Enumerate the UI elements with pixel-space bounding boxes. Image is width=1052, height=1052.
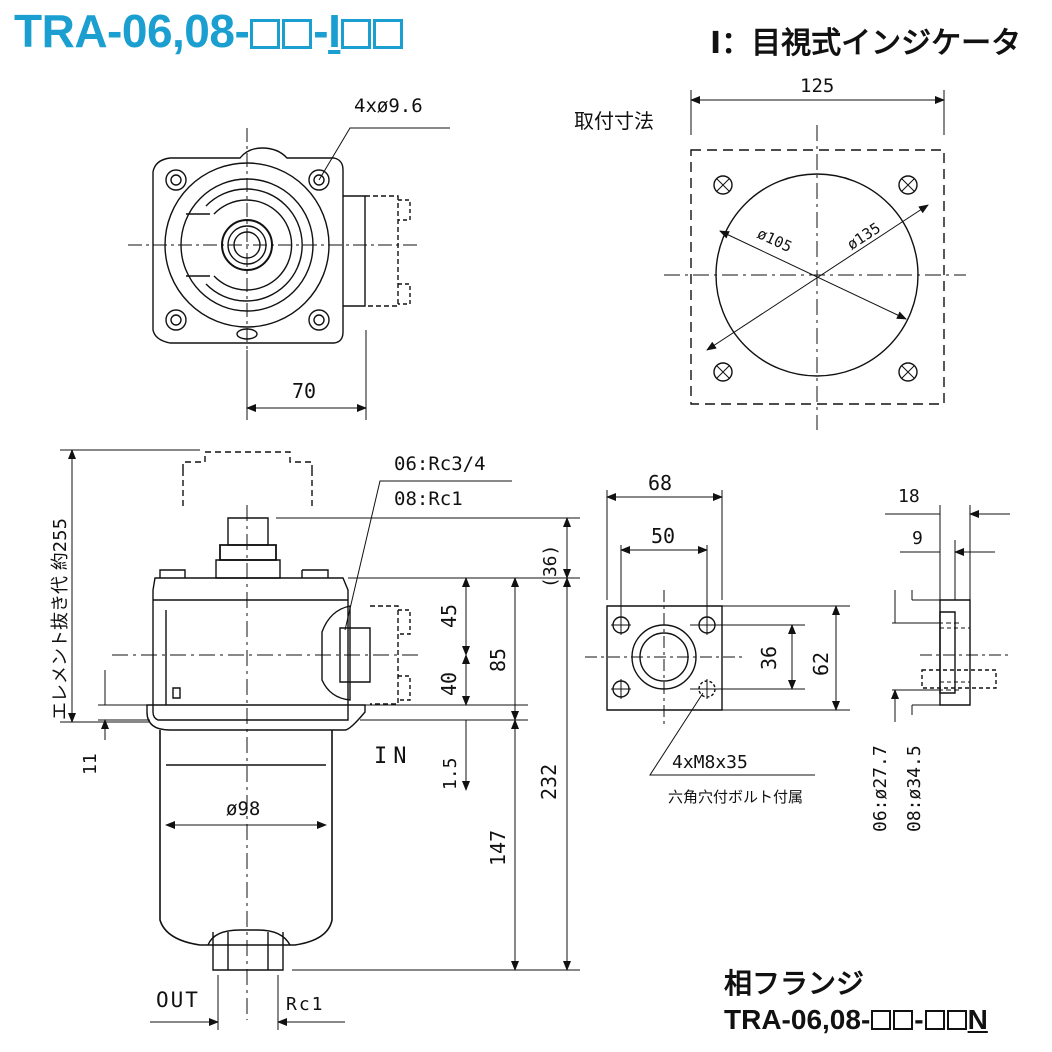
dim-d105: ø105: [754, 224, 794, 256]
code-box: [373, 19, 404, 49]
port-06-label: 06:Rc3/4: [394, 453, 486, 475]
out-port-label: OUT: [156, 988, 200, 1012]
mating-flange-model: TRA-06,08- - N: [724, 1004, 988, 1036]
code-box: [871, 1010, 892, 1030]
code-box: [282, 19, 313, 49]
out-thread-label: Rc1: [286, 994, 325, 1015]
top-view: [128, 127, 450, 420]
mount-dims-label: 取付寸法: [574, 109, 654, 133]
mating-flange-label: 相フランジ: [724, 967, 865, 1000]
bolt-hole-label: 4xø9.6: [354, 95, 423, 117]
flange-side: [885, 505, 1010, 722]
mating-code: N: [967, 1004, 988, 1035]
dim-85: 85: [486, 648, 510, 672]
dim-d135: ø135: [844, 219, 884, 254]
dim-11: 11: [80, 753, 101, 775]
dim-40: 40: [437, 672, 461, 696]
element-removal-label: エレメント抜き代 約255: [50, 518, 71, 720]
code-box: [341, 19, 372, 49]
indicator-legend: I：目視式インジケータ: [710, 26, 1022, 61]
dim-1-5: 1.5: [440, 757, 461, 790]
dim-d98: ø98: [226, 798, 260, 820]
code-box: [924, 1010, 945, 1030]
flange-front: [585, 490, 850, 776]
dim-36-paren: (36): [540, 545, 561, 588]
dim-18: 18: [898, 486, 920, 507]
dim-45: 45: [437, 604, 461, 628]
dim-50: 50: [651, 524, 675, 548]
code-box: [893, 1010, 914, 1030]
title-prefix: TRA-06,08-: [14, 5, 250, 57]
dim-06-bore: 06:ø27.7: [870, 745, 891, 832]
dim-08-bore: 08:ø34.5: [904, 745, 925, 832]
mount-dimensions: [664, 90, 966, 430]
dim-232: 232: [537, 764, 561, 800]
dim-68: 68: [648, 471, 672, 495]
port-08-label: 08:Rc1: [394, 488, 463, 510]
dim-9: 9: [912, 528, 923, 549]
indicator-code: I: [328, 5, 341, 57]
mating-prefix: TRA-06,08-: [724, 1004, 871, 1035]
mating-separator: -: [914, 1004, 924, 1035]
in-port-label: IN: [374, 744, 413, 769]
dim-125: 125: [800, 75, 834, 97]
bolt-note-label: 六角穴付ボルト付属: [668, 788, 803, 806]
title-separator: -: [313, 5, 329, 57]
dim-36: 36: [757, 646, 781, 670]
dim-147: 147: [486, 830, 510, 866]
model-title: TRA-06,08- -I: [14, 4, 404, 58]
mating-flange-block: 相フランジ TRA-06,08- - N: [724, 962, 988, 1036]
bolt-spec-label: 4xM8x35: [672, 752, 748, 773]
side-view: [60, 449, 580, 1030]
code-box: [250, 19, 281, 49]
dim-70: 70: [292, 379, 316, 403]
dim-62: 62: [809, 652, 833, 676]
code-box: [946, 1010, 967, 1030]
